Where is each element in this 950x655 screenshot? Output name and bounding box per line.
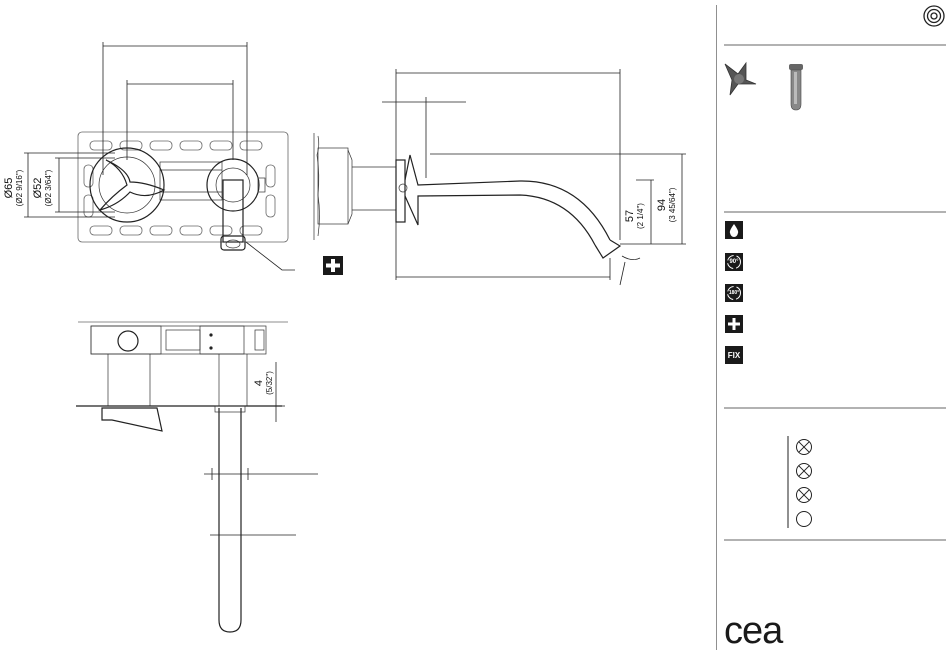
dim-d52-inch: (Ø2 3/64") <box>44 169 53 206</box>
rotation-90-icon: 90° <box>725 253 743 271</box>
dim-d52: Ø52 <box>32 178 44 199</box>
cross-circle-icon <box>797 488 812 503</box>
fix-label: FIX <box>728 351 740 360</box>
water-drop-icon <box>725 221 743 239</box>
dim-4: 4 <box>253 380 265 386</box>
dim-94-inch: (3 45/64") <box>668 187 677 222</box>
dim-4-inch: (5/32") <box>265 371 274 395</box>
rotation-180-label: 180° <box>729 290 739 296</box>
dim-94: 94 <box>656 199 668 211</box>
side-view: 57 (2 1/4") 94 (3 45/64") <box>314 69 686 285</box>
plus-tile <box>323 256 343 275</box>
rotation-90-label: 90° <box>729 259 738 265</box>
front-view: Ø65 (Ø2 9/16") Ø52 (Ø2 3/64") <box>3 42 295 270</box>
dim-d65: Ø65 <box>3 178 15 199</box>
concentric-circles-icon <box>924 6 944 26</box>
dim-d65-inch: (Ø2 9/16") <box>15 169 24 206</box>
cross-circle-icon <box>797 440 812 455</box>
rotation-180-icon: 180° <box>725 284 743 302</box>
legend-panel: 90° 180° FIX cea <box>716 0 950 655</box>
dim-57-inch: (2 1/4") <box>636 203 645 229</box>
cross-circle-icon <box>797 464 812 479</box>
fix-icon: FIX <box>725 346 743 364</box>
top-view: 4 (5/32") <box>76 322 318 632</box>
legend-graphics <box>716 0 950 655</box>
three-spoke-handle-icon <box>725 63 756 95</box>
technical-drawing: Ø65 (Ø2 9/16") Ø52 (Ø2 3/64") <box>0 0 716 655</box>
brand-logo-text: cea <box>724 610 782 652</box>
brand-logo: cea <box>724 612 782 650</box>
spout-icon <box>789 64 803 110</box>
plus-icon <box>725 315 743 333</box>
dim-57: 57 <box>624 210 636 222</box>
empty-circle-icon <box>797 512 812 527</box>
